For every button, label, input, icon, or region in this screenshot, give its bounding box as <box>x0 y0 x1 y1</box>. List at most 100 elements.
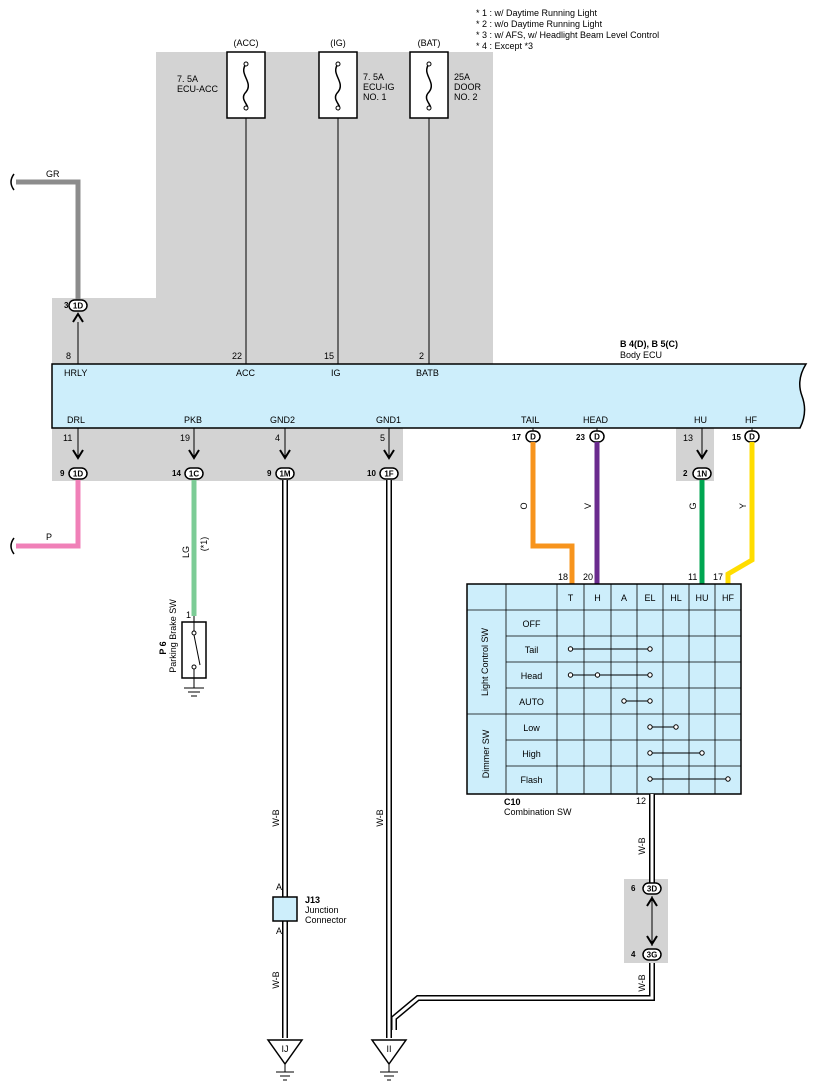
wire-label: LG <box>181 546 191 558</box>
combo-connections <box>567 646 731 782</box>
connector-id: 3D <box>647 885 657 894</box>
connector-1n[interactable]: 2 1N <box>683 449 712 480</box>
wire-label: V <box>583 503 593 509</box>
note-4: * 4 : Except *3 <box>476 41 533 51</box>
connector-1d-top[interactable]: 3 1D <box>64 299 88 323</box>
pin-number: 19 <box>180 433 190 443</box>
pin-label: BATB <box>416 368 439 378</box>
connector-id: D <box>530 433 536 442</box>
pin-label: GND2 <box>270 415 295 425</box>
junction-pin-bottom: A <box>276 926 282 936</box>
fuse-source: (BAT) <box>418 38 441 48</box>
combo-column-header: A <box>621 593 627 603</box>
combo-grid <box>467 584 741 794</box>
pin-label: ACC <box>236 368 256 378</box>
connector-1m[interactable]: 9 1M <box>267 449 295 480</box>
combo-row-label: Head <box>521 671 543 681</box>
wire-p: P <box>10 480 81 555</box>
wire-note: (*1) <box>199 537 209 552</box>
pin-number: 2 <box>419 351 424 361</box>
combo-pin-number: 18 <box>558 572 568 582</box>
pin-label: HEAD <box>583 415 609 425</box>
ground-label: II <box>386 1044 391 1054</box>
connector-id: 3G <box>647 951 658 960</box>
connector-d-hf[interactable]: 15 D <box>732 430 760 443</box>
connector-d-tail[interactable]: 17 D <box>512 430 541 443</box>
connector-3g[interactable]: 4 3G <box>631 948 662 961</box>
combo-group-dimmer: Dimmer SW <box>481 729 491 778</box>
fuse-source: (IG) <box>330 38 346 48</box>
ecu-code: B 4(D), B 5(C) <box>620 339 678 349</box>
upper-panel <box>52 52 493 364</box>
connector-1c[interactable]: 14 1C <box>172 449 204 480</box>
connector-pin: 9 <box>267 469 272 478</box>
wire-combo-ground: W-B W-B <box>637 794 655 992</box>
pin-label: HRLY <box>64 368 87 378</box>
fuse-door-no2[interactable]: (BAT) 25A DOOR NO. 2 <box>409 38 482 119</box>
combination-switch[interactable]: T H A EL HL HU HF Light Control SW Dimme… <box>466 583 742 817</box>
wire-label: P <box>46 532 52 542</box>
combo-pin-number: 11 <box>688 572 697 582</box>
fuse-ecu-acc[interactable]: (ACC) 7. 5A ECU-ACC <box>177 38 266 119</box>
connector-1d-bottom[interactable]: 9 1D <box>60 449 88 480</box>
connector-id: 1M <box>279 470 290 479</box>
connector-pin: 4 <box>631 950 636 959</box>
body-ecu[interactable]: B 4(D), B 5(C) Body ECU 8 HRLY 22 ACC 15… <box>51 339 808 443</box>
combo-name: Combination SW <box>504 807 572 817</box>
combo-row-label: Low <box>523 723 540 733</box>
fuse-rating: 7. 5A <box>363 72 384 82</box>
wire-label: G <box>688 502 698 509</box>
junction-pin-top: A <box>276 882 282 892</box>
wire-o: O <box>519 442 575 584</box>
connector-pin: 17 <box>512 433 521 442</box>
connector-3d[interactable]: 6 3D <box>631 882 662 895</box>
pin-label: GND1 <box>376 415 401 425</box>
combo-column-header: T <box>568 593 574 603</box>
connector-pin: 23 <box>576 433 585 442</box>
pin-number: 11 <box>63 433 72 443</box>
ground-icon <box>184 687 204 697</box>
pin-number: 8 <box>66 351 71 361</box>
connector-id: 1C <box>189 470 199 479</box>
switch-pin: 1 <box>186 610 191 620</box>
connector-pin: 10 <box>367 469 376 478</box>
connector-d-head[interactable]: 23 D <box>576 430 605 443</box>
pin-label: IG <box>331 368 341 378</box>
connector-pin: 2 <box>683 469 688 478</box>
connector-id: 1D <box>73 302 83 311</box>
lower-panel-left <box>52 428 403 481</box>
wire-y: Y <box>725 442 755 584</box>
switch-code: P 6 <box>158 641 168 654</box>
parking-brake-switch[interactable]: 1 P 6 Parking Brake SW <box>158 599 207 697</box>
wire-g: G <box>688 480 705 584</box>
wire-label: Y <box>738 503 748 509</box>
combo-column-header: HU <box>696 593 709 603</box>
connector-1f[interactable]: 10 1F <box>367 449 399 480</box>
pin-number: 5 <box>380 433 385 443</box>
wire-label: W-B <box>637 837 647 854</box>
fuse-name: DOOR <box>454 82 482 92</box>
connector-id: 1N <box>697 470 707 479</box>
combo-row-label: Tail <box>525 645 539 655</box>
connector-pin: 9 <box>60 469 65 478</box>
fuse-wires <box>245 118 430 364</box>
junction-name: Junction <box>305 905 339 915</box>
ground-ij[interactable]: IJ <box>266 1039 304 1081</box>
combo-row-label: High <box>522 749 541 759</box>
ground-ii[interactable]: II <box>370 1039 408 1081</box>
junction-connector-j13[interactable]: A A J13 Junction Connector <box>272 882 347 936</box>
connector-id: 1F <box>384 470 393 479</box>
wire-gnd1: W-B <box>375 480 655 1038</box>
ground-label: IJ <box>281 1044 288 1054</box>
wire-label: GR <box>46 169 60 179</box>
wire-lg: LG (*1) <box>181 480 209 616</box>
pin-label: HU <box>694 415 707 425</box>
combo-column-header: EL <box>644 593 655 603</box>
combo-ground-pin: 12 <box>636 796 646 806</box>
connector-3d-3g-link <box>646 896 658 946</box>
connector-id: D <box>749 433 755 442</box>
combo-column-header: H <box>594 593 601 603</box>
pin-number: 4 <box>275 433 280 443</box>
ground-icon <box>276 1064 294 1081</box>
